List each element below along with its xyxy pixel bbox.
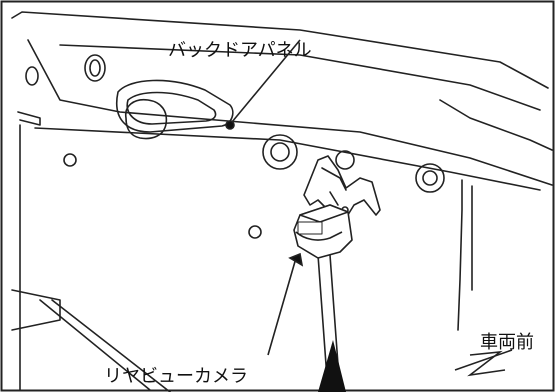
vehicle-front-label: 車両前 (480, 332, 534, 353)
vehicle-front-arrow (454, 349, 513, 371)
camera-bracket (303, 155, 381, 219)
handle-knob (124, 98, 168, 140)
hole (248, 225, 262, 239)
back-door-panel-lower-edge (27, 39, 553, 186)
hole (415, 163, 445, 193)
leader-camera (267, 257, 297, 356)
hole (25, 66, 39, 86)
rear-view-camera-body (293, 204, 353, 259)
leader-back-door (231, 39, 301, 123)
hole (262, 134, 298, 170)
hole (63, 153, 77, 167)
hole (84, 54, 106, 82)
back-door-panel-label: バックドアパネル (168, 40, 312, 61)
back-door-panel-outline (11, 11, 549, 89)
handle-recess (115, 79, 234, 133)
rear-view-camera-label: リヤビューカメラ (104, 366, 248, 387)
camera-view-beam (318, 340, 346, 392)
lower-panel-edge (17, 111, 41, 126)
